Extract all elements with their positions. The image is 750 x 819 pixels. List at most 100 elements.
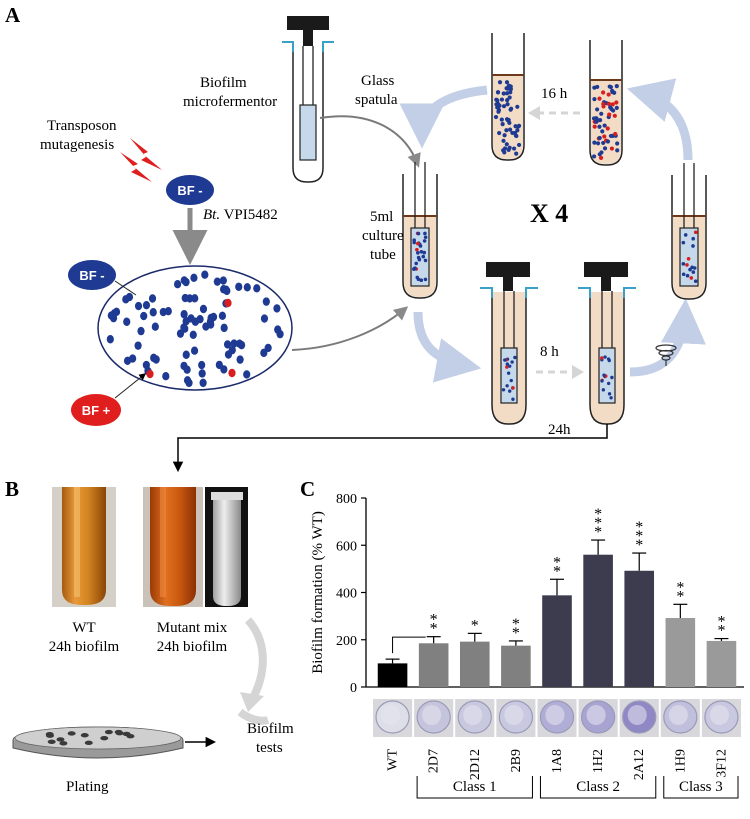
tests-label-1: Biofilm xyxy=(247,721,294,737)
bf-minus-cell xyxy=(504,117,510,122)
bf-minus-cell xyxy=(505,362,510,366)
well-center xyxy=(463,705,483,725)
bf-minus-cell xyxy=(274,325,282,334)
bf-minus-cell xyxy=(507,127,513,132)
colony-plate xyxy=(97,265,293,391)
tube-top-left xyxy=(491,33,525,161)
plate-colony xyxy=(67,731,76,736)
bf-minus-cell xyxy=(508,90,513,95)
arrow-to-culture xyxy=(291,306,409,351)
bf-plus-cell xyxy=(511,386,515,390)
significance-star: * xyxy=(512,625,520,642)
bf-minus-cell xyxy=(513,355,517,360)
bf-minus-cell xyxy=(615,148,620,153)
bf-minus-cell xyxy=(495,90,501,95)
bf-minus-badge-2: BF - xyxy=(68,260,116,290)
bf-minus-cell xyxy=(180,276,188,285)
x-tick-label: 2A12 xyxy=(632,749,647,780)
bf-minus-cell xyxy=(496,109,501,114)
y-tick-label: 600 xyxy=(336,539,357,554)
bf-minus-cell xyxy=(148,294,157,303)
bf-minus-cell xyxy=(273,304,281,313)
bf-plus-cell xyxy=(602,134,607,139)
bf-plus-cell xyxy=(228,368,236,378)
bf-minus-cell xyxy=(416,231,421,236)
bf-minus-cell xyxy=(137,326,145,336)
y-tick-label: 400 xyxy=(336,587,357,602)
bf-minus-cell xyxy=(504,142,509,147)
bf-minus-cell xyxy=(505,91,510,96)
significance-star: * xyxy=(430,612,438,629)
significance-star: * xyxy=(512,616,520,633)
class-label-1: Class 1 xyxy=(453,779,497,795)
bf-minus-cell xyxy=(421,254,426,259)
significance-star: * xyxy=(676,579,684,596)
bf-minus-cell xyxy=(681,262,686,266)
bf-minus-cell xyxy=(190,273,198,283)
bf-minus-cell xyxy=(508,84,513,89)
curved-gray-arrow xyxy=(244,617,267,702)
bf-minus-cell xyxy=(414,261,419,266)
y-tick-label: 0 xyxy=(350,681,357,696)
bf-minus-cell xyxy=(142,300,151,310)
bf-minus-cell xyxy=(516,123,522,128)
bf-minus-cell xyxy=(243,370,251,379)
plate-colony xyxy=(114,729,123,735)
bar-3F12 xyxy=(706,640,737,687)
bf-minus-cell xyxy=(510,130,515,136)
bf-minus-cell xyxy=(243,283,251,292)
bf-minus-cell xyxy=(218,311,227,321)
fermentor-tube-2 xyxy=(578,262,636,425)
bf-minus-cell xyxy=(107,311,115,320)
plate-colony xyxy=(84,740,93,746)
bf-minus-cell xyxy=(505,384,509,388)
bf-minus-cell xyxy=(681,240,686,245)
bf-minus-cell xyxy=(199,304,208,314)
bf-minus-cell xyxy=(597,124,602,129)
bf-plus-cell xyxy=(613,131,618,137)
bf-minus-cell xyxy=(691,270,696,274)
bf-minus-cell xyxy=(595,107,600,112)
significance-star: * xyxy=(635,537,643,554)
bf-minus-cell xyxy=(422,250,427,255)
bf-minus-cell xyxy=(423,258,428,263)
culture-tube-label-2: culture xyxy=(362,228,404,244)
bf-minus-cell xyxy=(505,86,510,91)
bf-minus-cell xyxy=(607,392,612,396)
bf-minus-cell xyxy=(213,277,221,286)
bf-minus-cell xyxy=(423,231,427,236)
bf-minus-cell xyxy=(505,102,510,107)
cycle-arrow-1 xyxy=(399,85,488,149)
bf-minus-cell xyxy=(186,294,194,303)
bf-plus-cell xyxy=(606,101,612,106)
x-tick-label: 1A8 xyxy=(550,749,565,773)
wt-label-2: 24h biofilm xyxy=(49,639,120,655)
bf-plus-cell xyxy=(415,247,419,252)
bf-minus-cell xyxy=(501,148,506,153)
cycle-arrow-4 xyxy=(629,298,706,377)
bf-minus-cell xyxy=(693,279,698,283)
strain-label: Bt. VPI5482 xyxy=(203,207,278,223)
mutant-tube-photo xyxy=(143,487,203,607)
bf-minus-cell xyxy=(198,360,206,370)
bf-minus-cell xyxy=(505,97,510,103)
bf-minus-cell xyxy=(151,322,159,331)
culture-tube-label-1: 5ml xyxy=(370,209,393,225)
bf-minus-cell xyxy=(412,240,417,245)
bf-minus-cell xyxy=(602,123,607,128)
colony-dots xyxy=(106,270,284,388)
bar-1H9 xyxy=(665,618,696,687)
significance-star: * xyxy=(594,506,602,523)
bf-minus-cell xyxy=(504,80,510,85)
bf-plus-cell xyxy=(592,124,597,129)
bf-minus-cell xyxy=(189,330,197,340)
bf-plus-cell xyxy=(597,96,602,101)
bf-minus-cell xyxy=(260,348,268,358)
bf-minus-cell xyxy=(615,141,620,146)
bf-minus-cell xyxy=(198,369,206,378)
bf-minus-cell xyxy=(603,355,607,359)
arrow-spatula xyxy=(319,115,421,168)
repeat-label: X 4 xyxy=(530,199,568,228)
bf-minus-cell xyxy=(236,355,244,364)
